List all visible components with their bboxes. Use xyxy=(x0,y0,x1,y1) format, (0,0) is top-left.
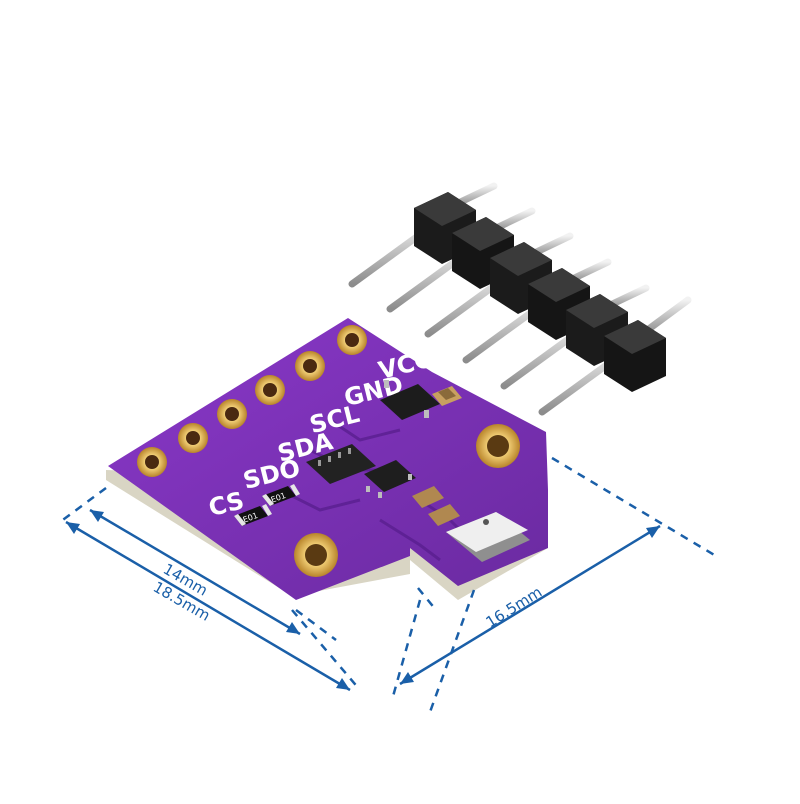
level-shifter-chip xyxy=(364,460,416,498)
capacitor-top xyxy=(432,386,462,406)
dim-label-16.5mm: 16.5mm xyxy=(483,583,546,631)
dim-line-14mm xyxy=(89,508,301,636)
dim-line-18.5mm xyxy=(65,520,351,692)
pcb-board: VCC GND SCL SDA SDO CS E xyxy=(106,318,548,600)
pad-gnd xyxy=(295,351,325,381)
header-housing xyxy=(414,192,666,392)
ic-array xyxy=(306,444,376,484)
pad-sda xyxy=(217,399,247,429)
mounting-hole-right xyxy=(476,424,520,468)
pad-scl xyxy=(255,375,285,405)
pin-header xyxy=(348,182,692,416)
pin-pads xyxy=(137,325,367,477)
mounting-hole-left xyxy=(294,533,338,577)
pad-cs xyxy=(137,447,167,477)
sensor-chip-icon xyxy=(446,512,530,562)
dimension-annotations xyxy=(59,456,717,713)
voltage-regulator xyxy=(380,380,440,420)
pad-sdo xyxy=(178,423,208,453)
dim-line-16.5mm xyxy=(399,524,661,686)
pad-vcc xyxy=(337,325,367,355)
capacitor-pair xyxy=(412,486,460,526)
